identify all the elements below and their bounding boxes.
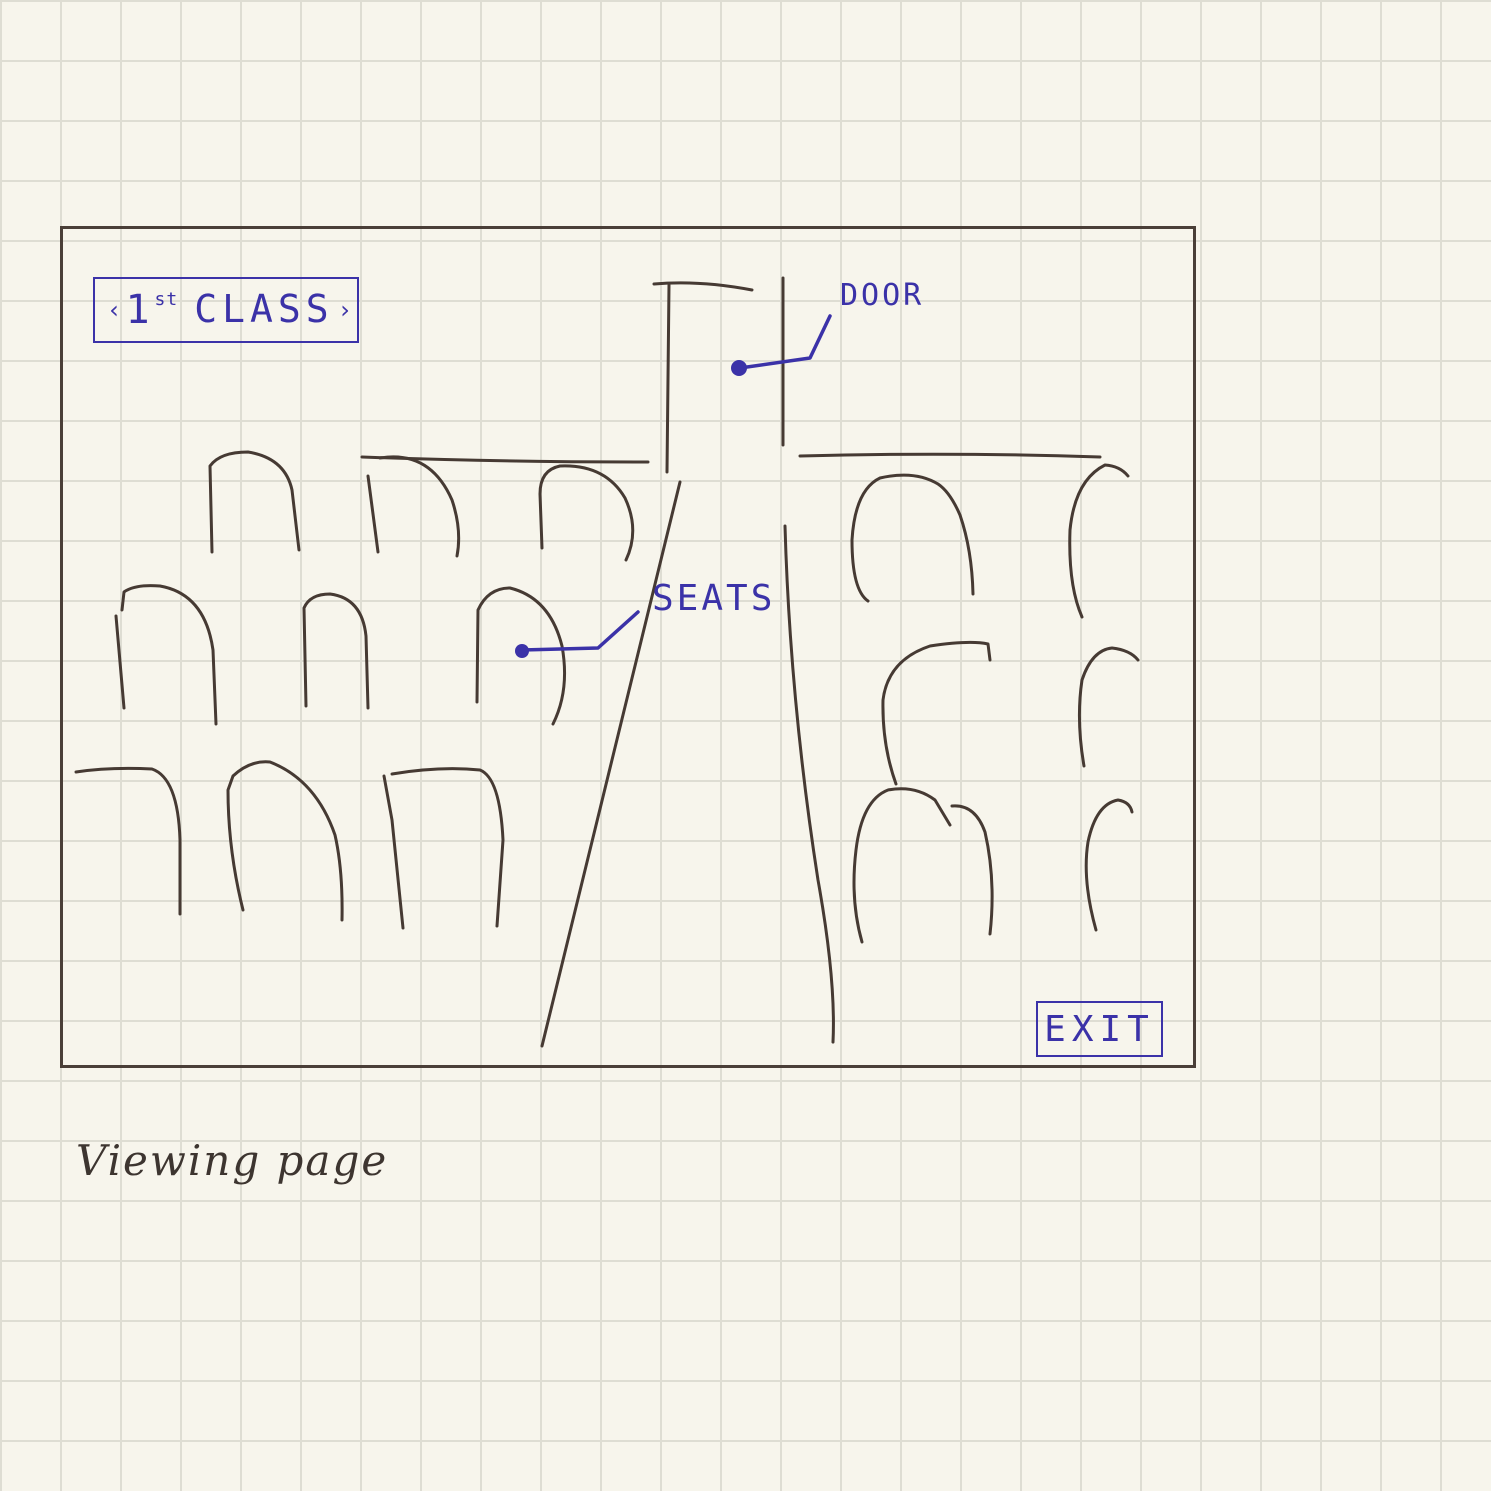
seat	[1068, 463, 1130, 619]
seat	[74, 766, 182, 916]
seat	[226, 760, 344, 922]
seat	[302, 592, 370, 710]
cabin-structure	[74, 276, 1140, 1048]
seat	[366, 455, 461, 558]
exit-button[interactable]: EXIT	[1036, 1001, 1163, 1057]
seat	[538, 464, 635, 562]
seat	[114, 584, 218, 726]
seat	[881, 640, 992, 786]
seat-view-frame	[60, 226, 1196, 1068]
seat	[475, 586, 567, 726]
class-name: CLASS	[194, 287, 334, 331]
door-annotation-label: DOOR	[840, 278, 925, 313]
seats-pointer-line	[520, 610, 640, 652]
door-pointer-line	[738, 314, 832, 370]
door-pointer-dot	[731, 360, 747, 376]
aisle-left-edge	[540, 480, 682, 1048]
annotation-pointers	[515, 314, 832, 658]
prev-class-arrow-icon[interactable]: ‹	[107, 296, 122, 324]
door-frame-top	[652, 281, 754, 292]
seat	[382, 767, 505, 930]
seats-pointer-dot	[515, 644, 529, 658]
class-number-suffix: st	[154, 289, 179, 310]
seat	[1084, 798, 1134, 932]
aisle-right-edge	[783, 524, 835, 1044]
seat	[1077, 646, 1140, 768]
next-class-arrow-icon[interactable]: ›	[337, 296, 353, 324]
seat	[850, 473, 975, 603]
seat	[852, 787, 994, 944]
class-number: 1	[125, 287, 155, 333]
back-wall-right	[798, 452, 1102, 459]
door-frame-left	[665, 283, 671, 474]
seats-annotation-label: SEATS	[652, 578, 776, 619]
page-caption: Viewing page	[76, 1136, 389, 1185]
class-label: 1 st CLASS	[125, 287, 333, 333]
class-selector: ‹ 1 st CLASS ›	[93, 277, 359, 343]
seat	[208, 450, 301, 554]
